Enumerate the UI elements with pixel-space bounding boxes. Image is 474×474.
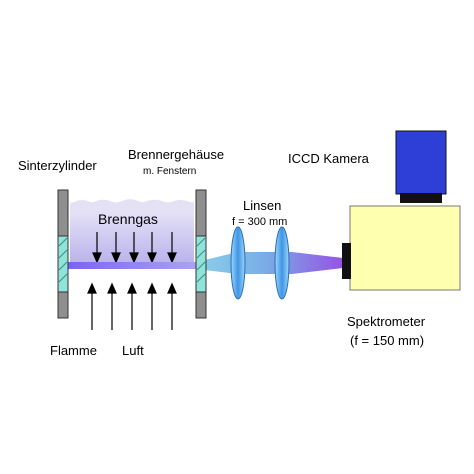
- label-brenngas: Brenngas: [98, 211, 158, 227]
- gas-flow-arrows: [92, 232, 177, 264]
- label-brennergehaeuse: Brennergehäuse: [128, 147, 225, 162]
- label-luft: Luft: [122, 343, 144, 358]
- light-beam: [196, 252, 343, 274]
- label-fenster: m. Fenstern: [143, 166, 197, 177]
- label-sinterzylinder: Sinterzylinder: [18, 158, 97, 173]
- flame-sheet: [68, 262, 196, 269]
- iccd-camera: [395, 130, 447, 203]
- label-iccd-camera: ICCD Kamera: [288, 151, 369, 166]
- lens-1: [230, 226, 246, 300]
- sinter-cylinder-wall: [57, 189, 69, 319]
- label-linsen: Linsen: [243, 198, 282, 213]
- label-spektrometer: Spektrometer: [347, 314, 426, 329]
- lens-2: [274, 226, 290, 300]
- label-linsen-focal: f = 300 mm: [232, 216, 288, 228]
- spectrometer: [342, 205, 461, 291]
- label-flamme: Flamme: [50, 343, 97, 358]
- burner-housing-wall: [195, 189, 207, 319]
- air-flow-arrows: [87, 282, 177, 330]
- label-spektrometer-focal: (f = 150 mm): [350, 333, 425, 348]
